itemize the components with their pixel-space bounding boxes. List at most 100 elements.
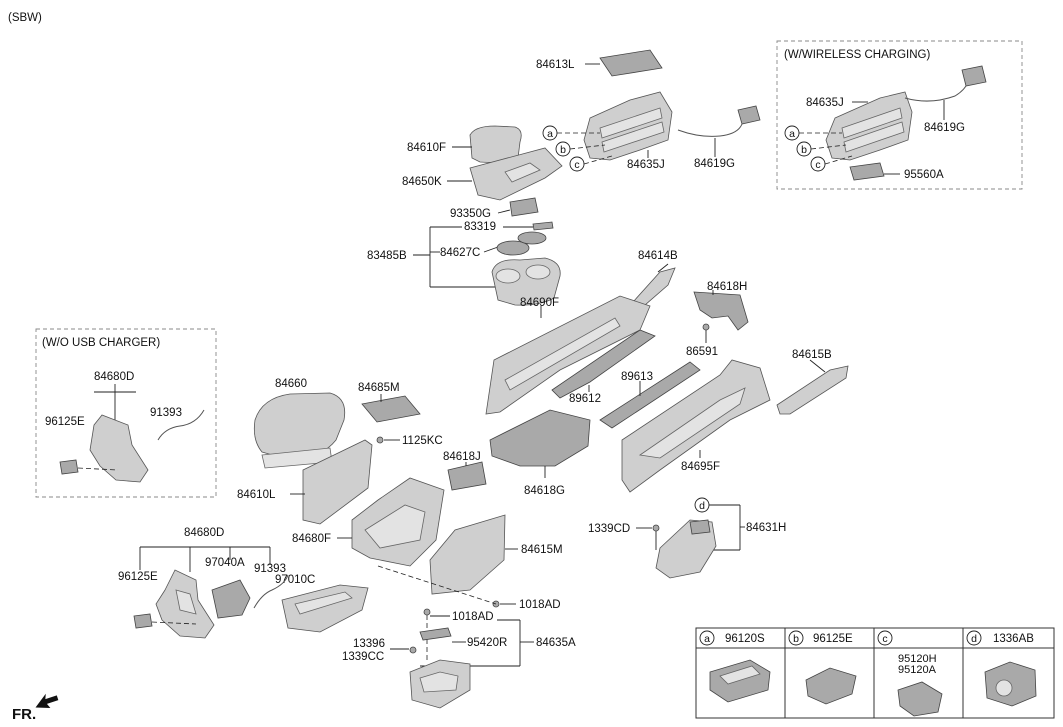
- label-97010C: 97010C: [275, 574, 315, 586]
- label-84650K: 84650K: [402, 176, 442, 188]
- label-1339CD: 1339CD: [588, 523, 630, 535]
- svg-text:a: a: [789, 128, 795, 140]
- label-93350G: 93350G: [450, 208, 491, 220]
- legend-circle-d: [966, 630, 982, 646]
- label-84618G: 84618G: [524, 485, 565, 497]
- label-84613L: 84613L: [536, 59, 575, 71]
- label-84618J: 84618J: [443, 451, 481, 463]
- label-84615B: 84615B: [792, 349, 832, 361]
- label-84619G-wireless: 84619G: [924, 122, 965, 134]
- label-84680F: 84680F: [292, 533, 331, 545]
- cable-84619G-shape: [677, 123, 743, 137]
- label-84619G: 84619G: [694, 158, 735, 170]
- svg-text:b: b: [560, 144, 566, 156]
- label-84680D: 84680D: [184, 527, 224, 539]
- label-97040A: 97040A: [205, 557, 245, 569]
- label-1125KC: 1125KC: [402, 435, 443, 447]
- frame-84618G-shape: [489, 409, 591, 467]
- label-91393: 91393: [254, 563, 286, 575]
- legend-switch-96125E-shape: [805, 667, 857, 705]
- pad-84613L-shape: [599, 49, 663, 77]
- variant-label: (SBW): [8, 12, 42, 24]
- label-84610F: 84610F: [407, 142, 446, 154]
- cable-91393-shape: [253, 574, 289, 609]
- pad-84685M-shape: [361, 395, 421, 423]
- label-84618H: 84618H: [707, 281, 747, 293]
- label-83319: 83319: [464, 221, 496, 233]
- svg-text:b: b: [801, 144, 807, 156]
- label-84690F: 84690F: [520, 297, 559, 309]
- label-1339CC: 1339CC: [342, 651, 384, 663]
- label-1018AD-top: 1018AD: [452, 611, 494, 623]
- svg-text:a: a: [704, 633, 710, 645]
- label-84635J-wireless: 84635J: [806, 97, 844, 109]
- legend-part-d: 1336AB: [993, 633, 1034, 645]
- bracket-89613-shape: [599, 361, 701, 429]
- module-95560A-shape: [849, 162, 885, 181]
- front-marker-label: FR.: [12, 706, 36, 723]
- no-usb-charger-box: [35, 328, 217, 498]
- label-96125E: 96125E: [118, 571, 158, 583]
- legend-part-c2: 95120A: [898, 664, 937, 676]
- label-95560A: 95560A: [904, 169, 944, 181]
- no-usb-charger-title: (W/O USB CHARGER): [42, 337, 160, 349]
- switch-93350G-shape: [509, 197, 539, 217]
- legend-circle-b: [788, 630, 804, 646]
- wireless-charging-title: (W/WIRELESS CHARGING): [784, 49, 930, 61]
- panel-84615M-shape: [429, 514, 506, 595]
- legend-table: a 96120S b 96125E c 95120H 95120A d 1336…: [695, 627, 1055, 719]
- label-96125E-box: 96125E: [45, 416, 85, 428]
- svg-text:c: c: [574, 159, 579, 171]
- label-84660: 84660: [275, 378, 307, 390]
- strip-84615B-shape: [776, 365, 849, 415]
- label-84680D-box: 84680D: [94, 371, 134, 383]
- cable-84619G-wireless-shape: [904, 81, 969, 102]
- svg-text:c: c: [815, 159, 820, 171]
- armrest-84660-shape: [253, 392, 346, 461]
- duct-84631H-shape: [655, 519, 717, 579]
- label-89612: 89612: [569, 393, 601, 405]
- bezel-84680D-box-shape: [89, 414, 149, 483]
- legend-part-a: 96120S: [725, 633, 765, 645]
- vent-97040A-shape: [211, 579, 251, 619]
- label-13396: 13396: [353, 638, 385, 650]
- legend-circle-a: [699, 630, 715, 646]
- label-84635J: 84635J: [627, 159, 665, 171]
- svg-text:c: c: [882, 633, 887, 645]
- svg-text:b: b: [793, 633, 799, 645]
- bracket-89612-shape: [551, 329, 656, 399]
- clip-86591-shape: [702, 323, 710, 331]
- label-84614B: 84614B: [638, 250, 678, 262]
- bracket-84618J-shape: [447, 461, 487, 491]
- label-84615M: 84615M: [521, 544, 563, 556]
- label-84631H: 84631H: [746, 522, 786, 534]
- svg-text:a: a: [547, 128, 553, 140]
- label-84695F: 84695F: [681, 461, 720, 473]
- wireless-charging-box: [776, 40, 1023, 190]
- panel-84610L-shape: [302, 439, 373, 525]
- bracket-84618H-shape: [693, 291, 749, 331]
- label-1018AD-right: 1018AD: [519, 599, 561, 611]
- label-84635A: 84635A: [536, 637, 576, 649]
- switch-96125E-shape: [133, 613, 153, 629]
- legend-circle-c: [877, 630, 893, 646]
- plate-95420R-shape: [419, 627, 452, 641]
- legend-part-b: 96125E: [813, 633, 853, 645]
- label-86591: 86591: [686, 346, 718, 358]
- label-84610L: 84610L: [237, 489, 276, 501]
- label-91393-box: 91393: [150, 407, 182, 419]
- mat-84627C-shape: [496, 240, 530, 256]
- legend-switch-96120S-shape: [709, 659, 771, 703]
- front-arrow-icon: [35, 693, 59, 708]
- legend-part-c1: 95120H: [898, 653, 937, 665]
- label-89613: 89613: [621, 371, 653, 383]
- strip-83319-shape: [532, 221, 554, 231]
- label-84627C: 84627C: [440, 247, 480, 259]
- svg-text:d: d: [699, 500, 705, 512]
- svg-text:d: d: [971, 633, 977, 645]
- legend-port-95120H-shape: [897, 681, 943, 717]
- tray-97010C-shape: [281, 584, 369, 633]
- label-84685M: 84685M: [358, 382, 400, 394]
- label-95420R: 95420R: [467, 637, 507, 649]
